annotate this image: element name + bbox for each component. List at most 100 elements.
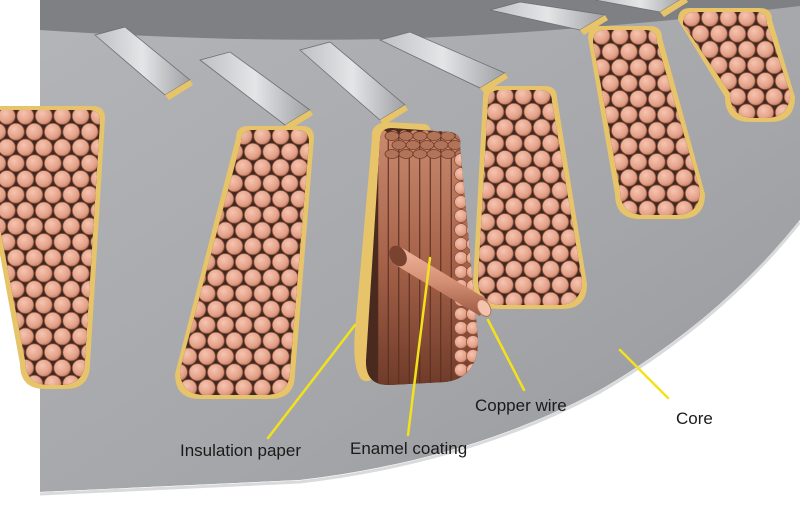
rod-end — [427, 150, 441, 159]
wire-strand — [254, 191, 271, 208]
wire-strand — [198, 380, 215, 397]
wire-strand — [217, 254, 234, 271]
wire-strand — [533, 245, 550, 262]
wire-strand — [720, 41, 737, 58]
wire-strand — [657, 138, 674, 155]
wire-strand — [35, 139, 52, 156]
wire-strand — [7, 218, 24, 235]
wire-strand — [63, 155, 80, 172]
wire-strand — [54, 297, 71, 314]
rod-end — [420, 141, 434, 150]
wire-strand — [72, 265, 89, 282]
wire-strand — [657, 106, 674, 123]
wire-strand — [207, 364, 224, 381]
wire-strand — [701, 10, 718, 27]
wire-strand — [611, 28, 628, 45]
wire-strand — [611, 122, 628, 139]
wire-strand — [72, 139, 89, 156]
wire-strand — [263, 364, 280, 381]
rod-end — [448, 141, 462, 150]
wire-strand — [505, 103, 522, 120]
rod-end — [399, 150, 413, 159]
wire-strand — [630, 91, 647, 108]
rod-end — [392, 141, 406, 150]
wire-strand — [487, 103, 504, 120]
wire-strand — [235, 254, 252, 271]
wire-strand — [729, 57, 746, 74]
wire-strand — [478, 277, 495, 294]
wire-strand — [63, 186, 80, 203]
wire-strand — [254, 285, 271, 302]
wire-strand — [63, 312, 80, 329]
wire-strand — [455, 322, 468, 335]
wire-strand — [63, 218, 80, 235]
wire-strand — [455, 210, 468, 223]
wire-strand — [0, 375, 6, 392]
wire-strand — [515, 277, 532, 294]
wire-strand — [263, 269, 280, 286]
wire-strand — [17, 297, 34, 314]
wire-strand — [0, 344, 6, 361]
wire-strand — [217, 285, 234, 302]
wire-strand — [602, 43, 619, 60]
wire-strand — [35, 171, 52, 188]
wire-strand — [757, 73, 774, 90]
wire-strand — [487, 198, 504, 215]
wire-strand — [226, 364, 243, 381]
wire-strand — [0, 171, 15, 188]
wire-strand — [17, 108, 34, 125]
wire-strand — [207, 269, 224, 286]
wire-strand — [467, 336, 480, 349]
wire-strand — [272, 285, 289, 302]
wire-strand — [54, 108, 71, 125]
wire-strand — [26, 249, 43, 266]
wire-strand — [226, 269, 243, 286]
wire-strand — [72, 202, 89, 219]
wire-strand — [35, 234, 52, 251]
label-enamel-coating: Enamel coating — [350, 439, 467, 459]
wire-strand — [44, 344, 61, 361]
wire-strand — [496, 214, 513, 231]
wire-strand — [757, 41, 774, 58]
wire-strand — [515, 214, 532, 231]
wire-strand — [263, 143, 280, 160]
wire-strand — [533, 151, 550, 168]
wire-strand — [44, 155, 61, 172]
wire-strand — [667, 154, 684, 171]
wire-strand — [26, 312, 43, 329]
label-insulation-paper: Insulation paper — [180, 441, 301, 461]
wire-strand — [478, 245, 495, 262]
enamel-rod — [378, 130, 388, 390]
wire-strand — [639, 43, 656, 60]
wire-strand — [620, 138, 637, 155]
wire-strand — [552, 277, 569, 294]
wire-strand — [648, 91, 665, 108]
wire-strand — [7, 123, 24, 140]
wire-strand — [524, 229, 541, 246]
wire-strand — [542, 135, 559, 152]
wire-strand — [602, 75, 619, 92]
wire-strand — [505, 166, 522, 183]
wire-strand — [26, 281, 43, 298]
wire-strand — [738, 73, 755, 90]
wire-strand — [226, 332, 243, 349]
wire-strand — [611, 59, 628, 76]
wire-strand — [272, 348, 289, 365]
wire-strand — [533, 214, 550, 231]
wire-strand — [63, 281, 80, 298]
wire-strand — [496, 182, 513, 199]
wire-strand — [291, 159, 308, 176]
wire-strand — [630, 59, 647, 76]
wire-strand — [72, 234, 89, 251]
wire-strand — [235, 191, 252, 208]
rod-end — [441, 150, 455, 159]
wire-strand — [44, 281, 61, 298]
wire-strand — [281, 175, 298, 192]
wire-strand — [226, 206, 243, 223]
wire-strand — [7, 375, 24, 392]
wire-strand — [0, 312, 6, 329]
wire-strand — [639, 75, 656, 92]
wire-strand — [281, 238, 298, 255]
wire-strand — [747, 25, 764, 42]
wire-strand — [496, 151, 513, 168]
